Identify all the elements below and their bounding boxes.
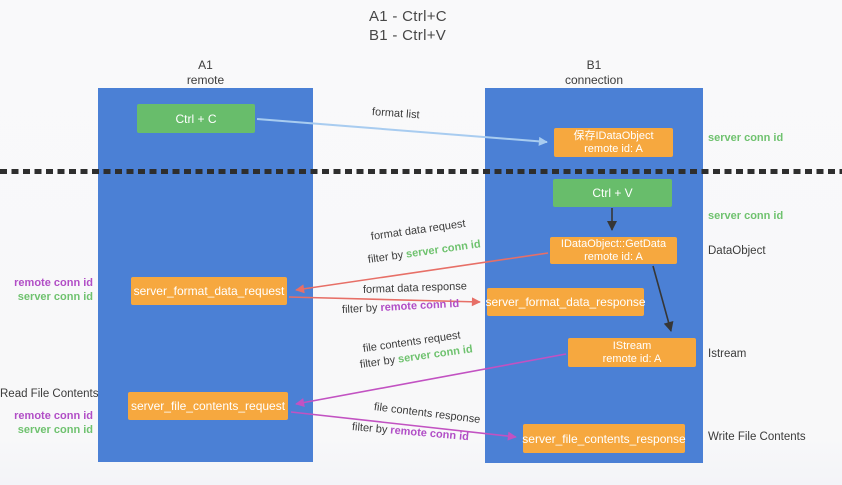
annotation-server-conn-id-left-bottom: server conn id (17, 424, 93, 436)
annotation-server-conn-id-top: server conn id (708, 132, 784, 144)
remote-conn-id-key: remote conn id (380, 297, 460, 314)
node-save-idataobject-line2: remote id: A (584, 142, 643, 155)
node-ctrl-c: Ctrl + C (137, 104, 255, 133)
edge-label-format-data-response: format data response (362, 280, 468, 296)
node-idataobject-getdata: IDataObject::GetData remote id: A (550, 237, 677, 264)
annotation-server-conn-id-left-top: server conn id (17, 291, 93, 303)
edge-label-format-data-request-filter: filter byserver conn id (367, 238, 481, 266)
filter-by-text: filter by (341, 302, 378, 316)
node-istream-line1: IStream (612, 339, 652, 352)
node-getdata-line1: IDataObject::GetData (560, 237, 667, 250)
annotation-remote-conn-id-bottom: remote conn id (14, 410, 93, 422)
node-ctrl-v-label: Ctrl + V (592, 186, 633, 200)
node-server-file-contents-request: server_file_contents_request (128, 392, 288, 420)
node-save-idataobject-line1: 保存IDataObject (573, 129, 654, 142)
node-file-response-label: server_file_contents_response (522, 431, 686, 446)
node-server-format-data-request: server_format_data_request (131, 277, 287, 305)
node-file-request-label: server_file_contents_request (130, 399, 286, 413)
node-ctrl-v: Ctrl + V (553, 179, 672, 207)
annotation-write-file-contents: Write File Contents (708, 431, 806, 443)
filter-by-text: filter by (351, 421, 388, 437)
node-server-file-contents-response: server_file_contents_response (522, 424, 686, 453)
node-format-request-label: server_format_data_request (133, 284, 285, 298)
lane-header-a1: A1 remote (98, 58, 313, 88)
lane-header-b1: B1 connection (485, 58, 703, 88)
title-line-2: B1 - Ctrl+V (369, 27, 447, 44)
diagram-title: A1 - Ctrl+C B1 - Ctrl+V (369, 7, 447, 45)
server-conn-id-key: server conn id (405, 238, 482, 261)
annotation-dataobject: DataObject (708, 245, 766, 257)
node-format-response-label: server_format_data_response (485, 295, 646, 309)
annotation-server-conn-id-mid: server conn id (708, 210, 784, 222)
lane-a1-name: A1 (198, 58, 213, 72)
node-istream: IStream remote id: A (568, 338, 696, 367)
lane-a1-role: remote (186, 73, 225, 87)
node-getdata-line2: remote id: A (584, 250, 643, 263)
lane-b1-role: connection (564, 73, 624, 87)
remote-conn-id-key: remote conn id (389, 424, 470, 444)
title-line-1: A1 - Ctrl+C (369, 8, 447, 25)
edge-label-format-list: format list (371, 106, 420, 122)
lane-b1-name: B1 (586, 58, 602, 72)
filter-by-text: filter by (367, 249, 404, 266)
edge-label-file-contents-response: file contents response (373, 401, 481, 426)
dotted-divider-line (0, 169, 842, 174)
annotation-read-file-contents: Read File Contents (0, 388, 99, 400)
node-save-idataobject: 保存IDataObject remote id: A (554, 128, 673, 157)
node-istream-line2: remote id: A (602, 352, 662, 365)
node-ctrl-c-label: Ctrl + C (175, 111, 217, 126)
node-server-format-data-response: server_format_data_response (485, 288, 646, 316)
edge-label-format-data-request: format data request (370, 217, 467, 243)
annotation-remote-conn-id-top: remote conn id (14, 277, 93, 289)
filter-by-text: filter by (359, 354, 396, 371)
annotation-istream: Istream (708, 348, 747, 360)
